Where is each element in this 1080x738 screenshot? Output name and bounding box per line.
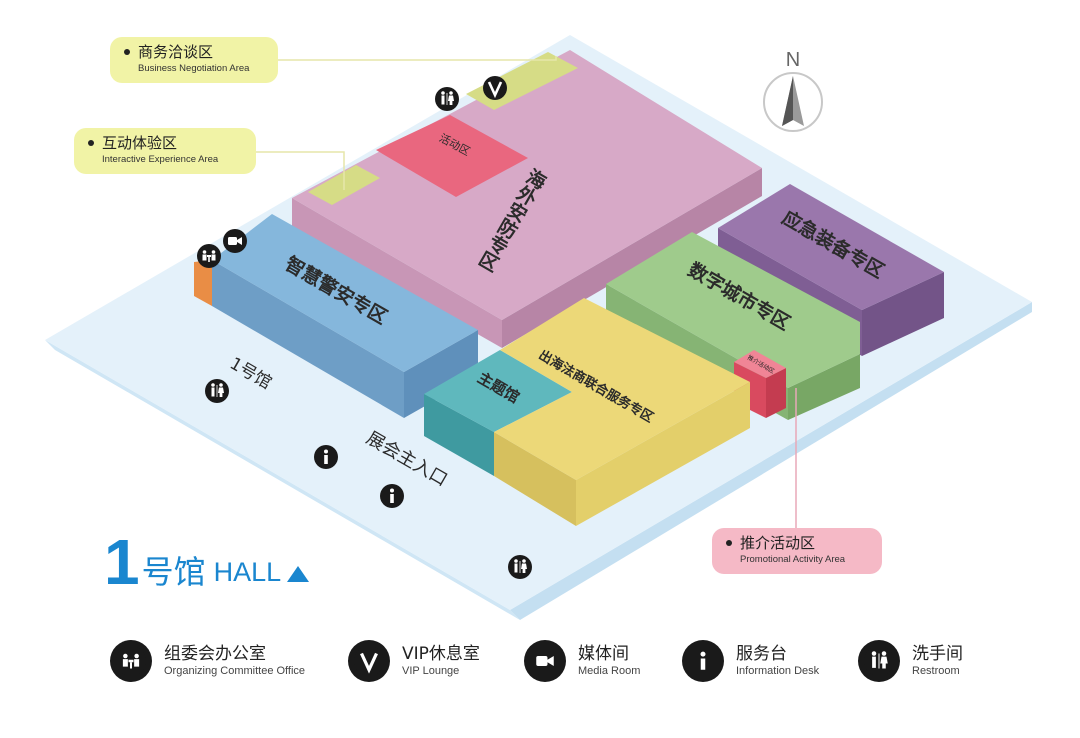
info-icon [380,484,404,508]
block-service [494,298,750,480]
callout-business-en: Business Negotiation Area [138,63,250,74]
office-icon [110,640,152,682]
triangle-icon [287,566,310,582]
leader-line-business [278,56,557,61]
block-overseas-side-right [502,168,762,348]
block-smart-police [212,214,478,372]
legend-media-zh: 媒体间 [578,644,629,664]
block-digital-city [606,232,860,388]
hall-number: 1 [104,526,140,598]
restroom-icon [858,640,900,682]
restroom-icon [508,555,532,579]
info-icon [314,445,338,469]
legend-office-zh: 组委会办公室 [164,644,266,664]
callout-promotional-activity: 推介活动区 Promotional Activity Area [712,528,882,574]
callout-interactive-zh: 互动体验区 [88,134,242,152]
block-theme [424,350,572,432]
leader-line-interactive [256,151,345,190]
legend-vip-en: VIP Lounge [402,665,460,677]
legend-media-en: Media Room [578,665,641,677]
legend-item-media: 媒体间 Media Room [524,640,640,682]
vip-icon [481,74,509,102]
floor-slab-side [45,340,520,620]
block-overseas-side-left [292,198,502,348]
callout-business-zh: 商务洽谈区 [124,43,264,61]
legend-info-en: Information Desk [736,665,820,677]
legend-restroom-en: Restroom [912,665,960,677]
vip-icon [348,640,390,682]
block-digital-side-right [788,354,860,420]
restroom-icon [205,379,229,403]
floor-slab-side-right [510,302,1032,620]
callout-interactive-en: Interactive Experience Area [102,154,219,165]
callout-promotional-en: Promotional Activity Area [740,554,846,565]
hall-title-en: HALL [213,557,282,587]
block-theme-side-left [424,394,494,476]
compass-label: N [786,49,800,71]
legend: 组委会办公室 Organizing Committee Office VIP休息… [108,640,988,696]
legend-restroom-zh: 洗手间 [912,644,963,664]
block-overseas [292,50,762,320]
block-smart-police-side-right [404,330,478,418]
block-emergency [718,184,944,310]
restroom-icon [435,87,459,111]
legend-item-office: 组委会办公室 Organizing Committee Office [110,640,305,682]
block-service-side-right [576,382,750,526]
legend-office-en: Organizing Committee Office [164,665,306,677]
camera-icon [524,640,566,682]
compass: N [763,49,823,132]
legend-item-restroom: 洗手间 Restroom [858,640,963,682]
block-service-side-left [494,432,576,526]
callout-promotional-zh: 推介活动区 [726,534,868,552]
promo-box-top [734,350,786,378]
activity-zone-top [376,115,528,197]
legend-vip-zh: VIP休息室 [402,644,480,664]
orange-booth [194,260,212,306]
camera-icon [223,229,247,253]
block-emergency-side-right [862,272,944,356]
callout-business-negotiation: 商务洽谈区 Business Negotiation Area [110,37,278,83]
legend-item-info: 服务台 Information Desk [682,640,819,682]
info-icon [682,640,724,682]
block-smart-police-side-left [212,260,404,418]
callout-interactive-experience: 互动体验区 Interactive Experience Area [74,128,256,174]
legend-info-zh: 服务台 [736,644,787,664]
hall-title-zh: 号馆 [141,553,206,591]
hall-title: 1 号馆 HALL [104,526,310,598]
promo-box-side [766,368,786,418]
legend-item-vip: VIP休息室 VIP Lounge [348,640,480,682]
office-icon [197,244,221,268]
